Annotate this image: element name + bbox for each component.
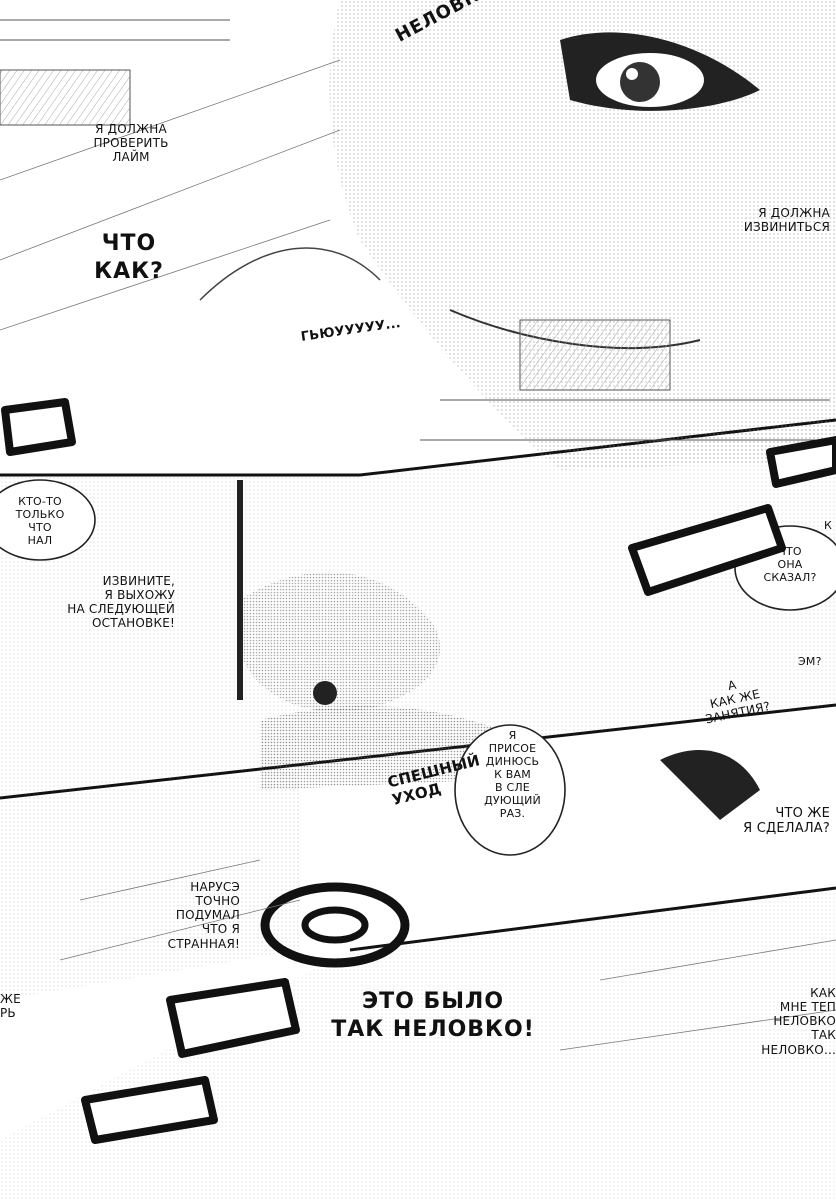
narration-what-how: ЧТО КАК? — [94, 231, 164, 284]
girl-face-closeup — [199, 0, 836, 470]
target-sfx — [260, 882, 410, 968]
bus-window-background — [0, 19, 830, 441]
narration-how-now: КАК МНЕ ТЕП НЕЛОВКО ТАК НЕЛОВКО... — [761, 986, 836, 1057]
sfx-strokes — [1, 398, 836, 1144]
speech-someone-only: КТО-ТО ТОЛЬКО ЧТО НАЛ — [15, 495, 65, 547]
speech-what-did-she-say: ЧТО ОНА СКАЗАЛ? — [763, 545, 817, 584]
speech-i-will-join: Я ПРИСОЕ ДИНЮСЬ К ВАМ В СЛЕ ДУЮЩИЙ РАЗ. — [484, 729, 541, 820]
narration-edge-left: ЖЕ РЬ — [0, 992, 21, 1021]
speed-lines — [0, 59, 836, 1051]
speech-bubbles — [0, 479, 836, 856]
narration-must-check: Я ДОЛЖНА ПРОВЕРИТЬ ЛАЙМ — [93, 122, 169, 165]
speech-edge-k: К — [824, 519, 833, 532]
speech-excuse-me: ИЗВИНИТЕ, Я ВЫХОЖУ НА СЛЕДУЮЩЕЙ ОСТАНОВК… — [67, 574, 175, 631]
narration-what-did-i-do: ЧТО ЖЕ Я СДЕЛАЛА? — [743, 806, 830, 837]
speech-edge-eym: ЭМ? — [798, 655, 822, 668]
bus-interior-scene — [0, 420, 836, 798]
narration-must-apologize: Я ДОЛЖНА ИЗВИНИТЬСЯ — [743, 206, 830, 235]
narration-narase-thought: НАРУСЭ ТОЧНО ПОДУМАЛ ЧТО Я СТРАННАЯ! — [167, 880, 240, 951]
narration-so-awkward: ЭТО БЫЛО ТАК НЕЛОВКО! — [331, 989, 535, 1042]
